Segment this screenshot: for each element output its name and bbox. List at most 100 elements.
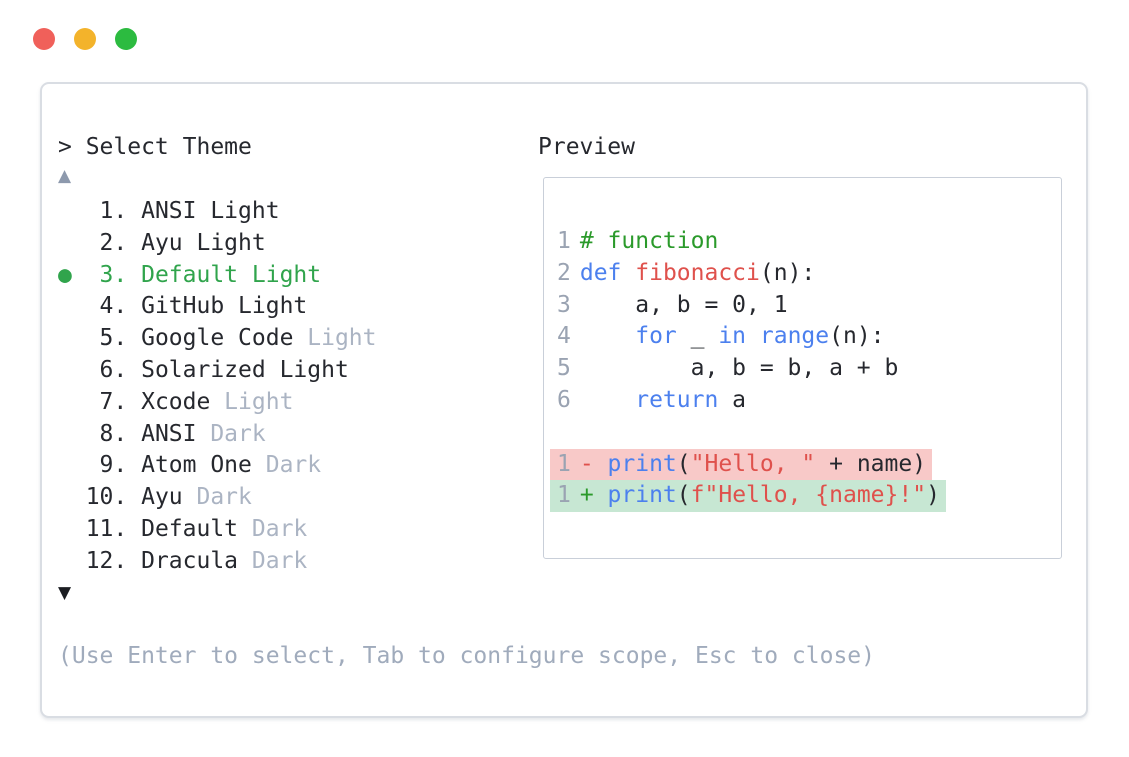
theme-variant: Dark	[251, 452, 322, 479]
code-token: a	[718, 386, 747, 413]
code-line: 3 a, b = 0, 1	[557, 290, 1061, 322]
code-token: +	[579, 482, 608, 509]
row-marker	[58, 389, 86, 415]
code-token: print	[607, 482, 677, 509]
code-token: # function	[579, 228, 719, 254]
diff-removed-line: 1- print("Hello, " + name)	[550, 448, 933, 481]
theme-list: 1. ANSI Light 2. Ayu Light● 3. Default L…	[58, 196, 377, 578]
theme-option-1[interactable]: 1. ANSI Light	[58, 196, 377, 228]
code-token	[580, 323, 635, 349]
theme-variant: Light	[238, 261, 322, 288]
code-token	[580, 387, 635, 413]
theme-name: 12. Dracula	[85, 547, 239, 574]
row-marker	[58, 357, 86, 383]
theme-name: 7. Xcode	[85, 388, 211, 415]
theme-variant: Light	[210, 388, 294, 415]
code-line	[557, 417, 1061, 449]
theme-variant: Dark	[196, 420, 266, 447]
code-token: _	[676, 323, 719, 350]
code-token	[621, 260, 635, 286]
theme-option-7[interactable]: 7. Xcode Light	[58, 387, 377, 419]
theme-name: 2. Ayu	[85, 229, 183, 256]
theme-name: 8. ANSI	[85, 420, 197, 447]
window-close-button[interactable]	[33, 28, 55, 50]
code-token: return	[635, 386, 719, 413]
line-number: 1	[557, 482, 571, 509]
scroll-up-icon[interactable]: ▲	[58, 166, 72, 186]
theme-option-2[interactable]: 2. Ayu Light	[58, 228, 377, 260]
code-token: (n):	[759, 259, 816, 286]
theme-variant: Light	[265, 356, 349, 383]
selected-bullet-icon: ●	[58, 261, 86, 288]
code-token: )	[926, 482, 940, 509]
theme-variant: Light	[224, 293, 308, 320]
code-token: a, b = b, a + b	[579, 355, 899, 382]
code-token: a, b = 0, 1	[579, 291, 788, 318]
code-token	[746, 323, 760, 349]
code-token: "Hello, "	[690, 450, 816, 477]
theme-variant: Light	[182, 229, 266, 256]
code-line: 1 # function	[557, 226, 1061, 258]
code-token: print	[607, 450, 677, 477]
theme-variant: Dark	[238, 547, 308, 574]
diff-added-line: 1 + print(f"Hello, {name}!")	[550, 480, 946, 513]
code-token: (	[676, 450, 691, 477]
line-number: 3	[557, 291, 571, 318]
theme-name: 5. Google Code	[85, 325, 294, 352]
row-marker	[58, 230, 86, 256]
help-text: (Use Enter to select, Tab to configure s…	[58, 643, 875, 669]
theme-variant: Dark	[238, 515, 308, 542]
theme-name: 3. Default	[85, 261, 239, 288]
theme-variant: Light	[196, 198, 280, 224]
theme-option-10[interactable]: 10. Ayu Dark	[58, 482, 377, 514]
code-token: fibonacci	[635, 259, 760, 286]
row-marker	[58, 325, 86, 351]
theme-option-9[interactable]: 9. Atom One Dark	[58, 450, 377, 482]
row-marker	[58, 548, 86, 574]
theme-name: 9. Atom One	[85, 452, 252, 479]
code-token: -	[579, 450, 608, 477]
code-token: (	[676, 482, 691, 509]
line-number: 4	[557, 323, 571, 350]
code-token: + name)	[815, 450, 927, 477]
theme-name: 11. Default	[85, 515, 239, 542]
row-marker	[58, 421, 86, 447]
line-number: 5	[557, 355, 571, 382]
theme-name: 4. GitHub	[85, 293, 225, 320]
theme-option-5[interactable]: 5. Google Code Light	[58, 323, 377, 355]
theme-name: 6. Solarized	[85, 356, 266, 383]
code-line: 6 return a	[557, 385, 1061, 417]
line-number: 1	[557, 228, 571, 254]
code-token: (n):	[829, 323, 885, 350]
row-marker	[58, 516, 86, 542]
theme-option-6[interactable]: 6. Solarized Light	[58, 355, 377, 387]
line-number: 2	[557, 259, 571, 286]
code-token: in	[718, 323, 747, 350]
window-zoom-button[interactable]	[115, 28, 137, 50]
code-line: 4 for _ in range(n):	[557, 321, 1061, 353]
code-line: 2 def fibonacci(n):	[557, 258, 1061, 290]
theme-option-8[interactable]: 8. ANSI Dark	[58, 419, 377, 451]
window-minimize-button[interactable]	[74, 28, 96, 50]
theme-option-4[interactable]: 4. GitHub Light	[58, 291, 377, 323]
row-marker	[58, 452, 86, 478]
theme-option-3[interactable]: ● 3. Default Light	[58, 260, 377, 292]
code-token: f"Hello, {name}!"	[690, 482, 927, 509]
theme-picker-panel: > Select Theme ▲ 1. ANSI Light 2. Ayu Li…	[40, 82, 1088, 718]
row-marker	[58, 198, 86, 224]
theme-variant: Dark	[182, 484, 252, 511]
preview-title: Preview	[538, 134, 635, 160]
line-number: 6	[557, 386, 571, 413]
code-line: 5 a, b = b, a + b	[557, 353, 1061, 385]
code-token: for	[635, 323, 677, 350]
theme-option-11[interactable]: 11. Default Dark	[58, 514, 377, 546]
scroll-down-icon[interactable]: ▼	[58, 583, 72, 603]
theme-variant: Light	[293, 325, 377, 352]
theme-option-12[interactable]: 12. Dracula Dark	[58, 546, 377, 578]
code-token: def	[579, 259, 622, 286]
code-token: range	[759, 323, 830, 350]
row-marker	[58, 484, 86, 510]
line-number: 1	[557, 450, 571, 477]
